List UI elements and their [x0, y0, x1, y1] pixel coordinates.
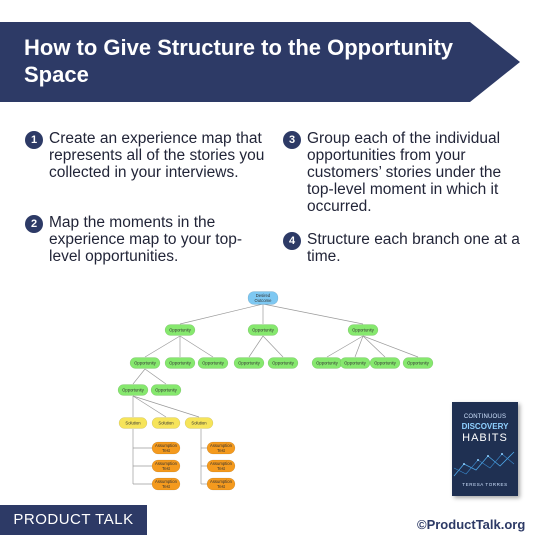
step-text-2: Map the moments in the experience map to… [49, 214, 242, 265]
assumption-test-node [151, 441, 181, 455]
opportunity-node-label: Opportunity [344, 361, 367, 366]
solution-node [118, 417, 148, 429]
book-author: TERESA TORRES [462, 482, 508, 487]
assumption-test-node-label: Assumption [210, 443, 233, 448]
tree-connector [362, 335, 419, 358]
opportunity-node [117, 384, 149, 396]
book-title-line-3: HABITS [462, 432, 508, 444]
assumption-test-node-label: Test [217, 448, 226, 453]
opportunity-node [197, 357, 229, 369]
tree-connector [362, 335, 386, 358]
desired-outcome-node-label: Desired [256, 293, 271, 298]
step-number-3: 3 [283, 131, 301, 149]
book-mesh-graphic [453, 451, 515, 477]
step-3: 3 Group each of the individual opportuni… [283, 130, 523, 215]
assumption-test-node-label: Assumption [155, 461, 178, 466]
tree-connector [179, 335, 214, 358]
copyright-text: ©ProductTalk.org [417, 517, 526, 532]
solution-node-label: Solution [125, 421, 141, 426]
tree-connector [132, 368, 146, 385]
assumption-test-node [206, 459, 236, 473]
step-text-4: Structure each branch one at a time. [307, 231, 520, 265]
page-title: How to Give Structure to the Opportunity… [24, 35, 453, 87]
assumption-test-node [206, 477, 236, 491]
tree-connector [262, 335, 284, 358]
opportunity-node-label: Opportunity [352, 328, 375, 333]
tree-connector [326, 335, 364, 358]
tree-connector [354, 335, 364, 358]
step-number-2: 2 [25, 215, 43, 233]
opportunity-node [267, 357, 299, 369]
tree-connector [132, 395, 167, 418]
opportunity-node-label: Opportunity [155, 388, 178, 393]
assumption-test-node-label: Test [162, 448, 171, 453]
assumption-test-node-label: Test [162, 466, 171, 471]
title-banner [0, 22, 520, 102]
opportunity-node-label: Opportunity [169, 361, 192, 366]
assumption-test-node-label: Assumption [155, 479, 178, 484]
step-number-1: 1 [25, 131, 43, 149]
step-text-1: Create an experience map that represents… [49, 130, 265, 181]
tree-connector [179, 303, 264, 325]
assumption-test-node [151, 459, 181, 473]
assumption-test-node-label: Assumption [210, 461, 233, 466]
opportunity-node-label: Opportunity [238, 361, 261, 366]
solution-node [151, 417, 181, 429]
tree-connector [144, 368, 167, 385]
opportunity-node-label: Opportunity [252, 328, 275, 333]
desired-outcome-node [247, 291, 279, 305]
step-2: 2 Map the moments in the experience map … [25, 214, 265, 265]
opportunity-node [129, 357, 161, 369]
step-number-4: 4 [283, 232, 301, 250]
tree-connector [132, 395, 200, 418]
solution-node-label: Solution [158, 421, 174, 426]
assumption-test-node-label: Assumption [210, 479, 233, 484]
opportunity-node-label: Opportunity [316, 361, 339, 366]
banner-arrow-shape [0, 22, 520, 102]
step-1: 1 Create an experience map that represen… [25, 130, 265, 181]
opportunity-node-label: Opportunity [169, 328, 192, 333]
assumption-test-node [206, 441, 236, 455]
opportunity-node [164, 324, 196, 336]
opportunity-node [247, 324, 279, 336]
step-text-3: Group each of the individual opportuniti… [307, 130, 502, 215]
opportunity-node-label: Opportunity [134, 361, 157, 366]
opportunity-node [164, 357, 196, 369]
opportunity-node [233, 357, 265, 369]
opportunity-node-label: Opportunity [202, 361, 225, 366]
assumption-test-node [151, 477, 181, 491]
desired-outcome-node-label: Outcome [255, 298, 273, 303]
tree-connector [262, 303, 364, 325]
book-cover: CONTINUOUS DISCOVERY HABITS TERESA TORRE… [452, 402, 518, 496]
opportunity-node [402, 357, 434, 369]
solution-node [184, 417, 214, 429]
brand-label: PRODUCT TALK [0, 505, 147, 535]
step-4: 4 Structure each branch one at a time. [283, 231, 523, 265]
assumption-test-node-label: Assumption [155, 443, 178, 448]
opportunity-node [369, 357, 401, 369]
opportunity-node-label: Opportunity [407, 361, 430, 366]
solution-node-label: Solution [191, 421, 207, 426]
assumption-test-node-label: Test [162, 484, 171, 489]
tree-connector [248, 335, 264, 358]
assumption-test-node-label: Test [217, 466, 226, 471]
book-title-line-2: DISCOVERY [461, 422, 509, 431]
opportunity-node [150, 384, 182, 396]
opportunity-node-label: Opportunity [272, 361, 295, 366]
opportunity-node [347, 324, 379, 336]
opportunity-node-label: Opportunity [122, 388, 145, 393]
assumption-test-node-label: Test [217, 484, 226, 489]
opportunity-node-label: Opportunity [374, 361, 397, 366]
tree-connector [144, 335, 181, 358]
book-title-line-1: CONTINUOUS [463, 414, 507, 420]
